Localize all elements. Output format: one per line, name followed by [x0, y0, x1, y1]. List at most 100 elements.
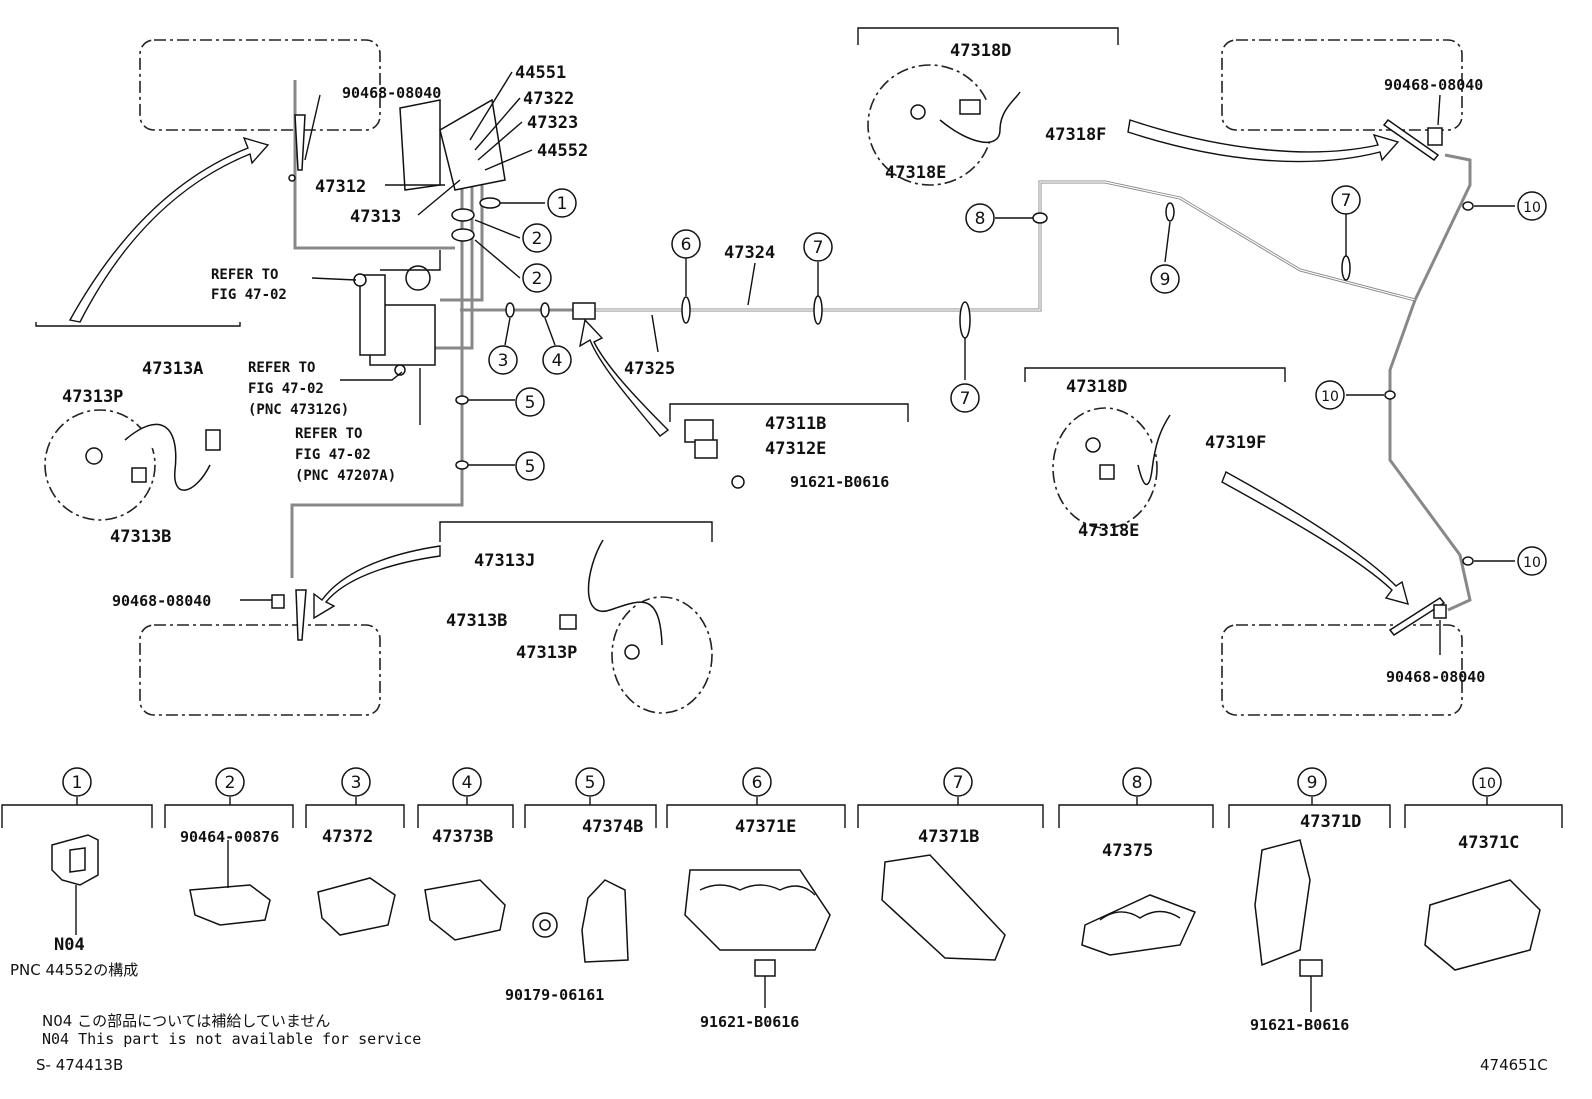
- svg-text:7: 7: [953, 773, 964, 793]
- label-47313B-bottom: 47313B: [446, 611, 507, 631]
- legend-part-shapes: [51, 834, 1541, 1012]
- bracket-group-center: [669, 403, 909, 489]
- legend-row: 1 2 3 4 5 6 7 8 9 10: [1, 767, 1563, 1034]
- legend-num-4: 4: [452, 767, 482, 797]
- hose-group-rear-left: [439, 521, 713, 714]
- refer-1-line2: FIG 47-02: [211, 287, 287, 303]
- label-90468-bottom-left: 90468-08040: [112, 592, 211, 610]
- label-47318E-top: 47318E: [885, 163, 946, 183]
- label-47311B: 47311B: [765, 414, 826, 434]
- svg-text:7: 7: [1341, 191, 1352, 211]
- refer-3-line3: (PNC 47207A): [295, 468, 396, 484]
- label-90468-top-right: 90468-08040: [1384, 76, 1483, 94]
- refer-2-line2: FIG 47-02: [248, 381, 324, 397]
- hose-group-rear-right: [1024, 367, 1286, 529]
- callout-7b: 7: [950, 383, 980, 413]
- svg-text:10: 10: [1321, 389, 1339, 405]
- callout-8: 8: [965, 203, 995, 233]
- label-47318D-right: 47318D: [1066, 377, 1127, 397]
- svg-text:3: 3: [351, 773, 362, 793]
- svg-text:9: 9: [1160, 270, 1171, 290]
- svg-text:4: 4: [552, 351, 563, 371]
- legend-1-note: PNC 44552の構成: [10, 961, 138, 979]
- brake-pipes: [290, 80, 1472, 612]
- hose-group-front-right: [857, 27, 1119, 186]
- callout-1: 1: [547, 188, 577, 218]
- legend-10-part: 47371C: [1458, 833, 1519, 853]
- legend-5-part-a: 47374B: [582, 817, 643, 837]
- svg-text:7: 7: [960, 389, 971, 409]
- legend-num-10: 10: [1472, 767, 1502, 797]
- label-47318D-top: 47318D: [950, 41, 1011, 61]
- hose-group-front-left: [35, 322, 241, 521]
- callout-7a: 7: [803, 232, 833, 262]
- svg-text:5: 5: [525, 457, 536, 477]
- svg-text:2: 2: [532, 269, 543, 289]
- label-91621-mid: 91621-B0616: [790, 473, 889, 491]
- legend-num-9: 9: [1297, 767, 1327, 797]
- svg-text:8: 8: [1132, 773, 1143, 793]
- callout-5b: 5: [515, 451, 545, 481]
- valve-block: [353, 98, 596, 376]
- label-44551: 44551: [515, 63, 566, 83]
- svg-text:4: 4: [462, 773, 473, 793]
- label-47312: 47312: [315, 177, 366, 197]
- legend-num-1: 1: [62, 767, 92, 797]
- legend-6-part-a: 47371E: [735, 817, 796, 837]
- svg-text:5: 5: [585, 773, 596, 793]
- legend-7-part: 47371B: [918, 827, 979, 847]
- code-right: 474651C: [1480, 1056, 1548, 1074]
- label-47313: 47313: [350, 207, 401, 227]
- legend-3-part: 47372: [322, 827, 373, 847]
- legend-9-part-b: 91621-B0616: [1250, 1016, 1349, 1034]
- part-labels: 44551 47322 47323 44552 47312 47313 4732…: [62, 41, 1485, 686]
- svg-text:6: 6: [752, 773, 763, 793]
- refer-3-line1: REFER TO: [295, 426, 362, 442]
- callout-6: 6: [671, 229, 701, 259]
- legend-2-part: 90464-00876: [180, 828, 279, 846]
- label-47318E-right: 47318E: [1078, 521, 1139, 541]
- label-90468-top-left: 90468-08040: [342, 84, 441, 102]
- callout-10a: 10: [1517, 191, 1547, 221]
- legend-5-part-b: 90179-06161: [505, 986, 604, 1004]
- label-47313J: 47313J: [474, 551, 535, 571]
- legend-num-2: 2: [215, 767, 245, 797]
- svg-text:3: 3: [498, 351, 509, 371]
- wheel-connectors: [271, 114, 1447, 641]
- refer-3-line2: FIG 47-02: [295, 447, 371, 463]
- legend-labels: N04 PNC 44552の構成 90464-00876 47372 47373…: [10, 812, 1519, 1034]
- code-left: S- 474413B: [36, 1056, 123, 1074]
- note-english: N04 This part is not available for servi…: [42, 1030, 421, 1048]
- direction-arrows: [68, 119, 1409, 620]
- label-47323: 47323: [527, 113, 578, 133]
- svg-text:5: 5: [525, 393, 536, 413]
- legend-6-part-b: 91621-B0616: [700, 1013, 799, 1031]
- legend-num-7: 7: [943, 767, 973, 797]
- svg-text:7: 7: [813, 238, 824, 258]
- legend-num-5: 5: [575, 767, 605, 797]
- legend-8-part: 47375: [1102, 841, 1153, 861]
- svg-text:1: 1: [72, 773, 83, 793]
- svg-text:10: 10: [1478, 776, 1496, 792]
- refer-1-line1: REFER TO: [211, 267, 278, 283]
- callout-10c: 10: [1517, 546, 1547, 576]
- label-47313P-left: 47313P: [62, 387, 123, 407]
- label-47319F: 47319F: [1205, 433, 1266, 453]
- wheel-area-rear-left: [139, 624, 381, 716]
- legend-num-8: 8: [1122, 767, 1152, 797]
- label-47313A: 47313A: [142, 359, 203, 379]
- label-47313B-left: 47313B: [110, 527, 171, 547]
- svg-text:2: 2: [225, 773, 236, 793]
- wheel-area-front-left: [139, 39, 381, 131]
- callout-7c: 7: [1331, 185, 1361, 215]
- svg-text:6: 6: [681, 235, 692, 255]
- callout-2a: 2: [522, 223, 552, 253]
- svg-text:8: 8: [975, 209, 986, 229]
- legend-9-part-a: 47371D: [1300, 812, 1361, 832]
- callout-10b: 10: [1315, 380, 1345, 410]
- wheel-area-rear-right: [1221, 624, 1463, 716]
- legend-num-3: 3: [341, 767, 371, 797]
- legend-num-6: 6: [742, 767, 772, 797]
